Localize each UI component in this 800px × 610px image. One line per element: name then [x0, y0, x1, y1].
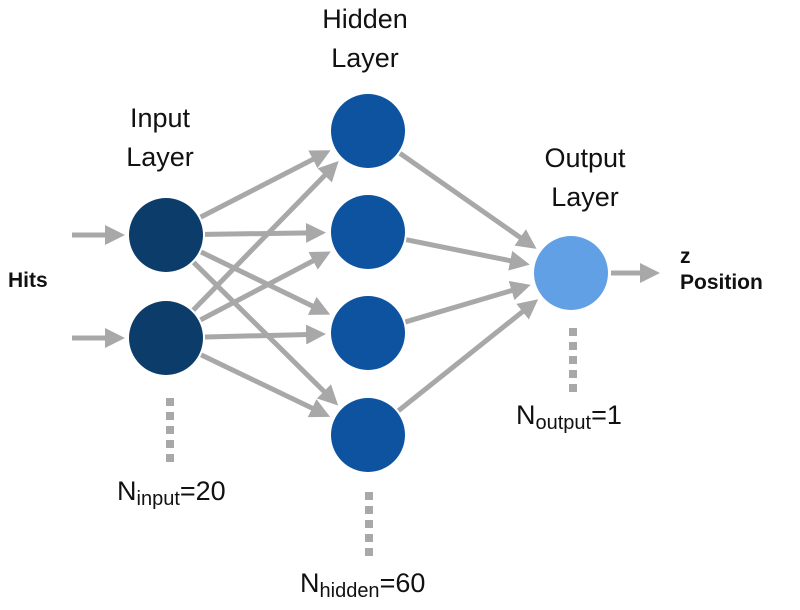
edge-input-2-hidden-2	[199, 251, 331, 323]
connection-arrows	[72, 150, 661, 418]
edge-input-2-hidden-1	[191, 161, 339, 312]
hidden-layer-title-line1: Hidden	[322, 4, 408, 34]
output-count-sub: output	[535, 412, 592, 434]
input-count-base: N	[117, 476, 137, 506]
output-count-value: =1	[591, 400, 622, 430]
output-node	[534, 236, 608, 310]
input-count-value: =20	[179, 476, 226, 506]
hidden-node-4	[331, 398, 405, 472]
output-label-line2: Position	[680, 271, 763, 294]
input-label: Hits	[8, 269, 48, 292]
output-label-line1: z	[680, 245, 691, 268]
input-count: Ninput=20	[117, 476, 226, 511]
hidden-node-2	[331, 195, 405, 269]
input-layer-title: Input Layer	[100, 99, 220, 177]
edge-input-1-hidden-3	[199, 249, 331, 315]
edge-hidden-3-output	[404, 280, 531, 325]
continuation-dots	[166, 328, 577, 560]
hidden-layer-title-line2: Layer	[331, 43, 399, 73]
input-count-sub: input	[136, 488, 180, 510]
edge-input-1-hidden-2	[204, 222, 327, 243]
hidden-layer-title: Hidden Layer	[300, 0, 430, 78]
hidden-count-base: N	[300, 568, 320, 598]
edge-input-2-hidden-3	[204, 324, 327, 345]
input-layer-title-line2: Layer	[126, 142, 194, 172]
edge-hidden-1-output	[398, 151, 537, 249]
edge-hidden-4-output	[396, 299, 539, 413]
output-layer-title: Output Layer	[515, 139, 655, 217]
output-layer-title-line2: Layer	[551, 182, 619, 212]
hidden-count-value: =60	[379, 568, 426, 598]
edge-hidden-2-output	[405, 237, 530, 271]
neuron-nodes	[129, 94, 608, 472]
edge-input-1-hidden-1	[199, 150, 331, 220]
input-layer-title-line1: Input	[129, 103, 191, 133]
input-node-2	[129, 301, 203, 375]
input-node-1	[129, 198, 203, 272]
hidden-node-1	[331, 94, 405, 168]
hidden-node-3	[331, 296, 405, 370]
hidden-count-sub: hidden	[319, 580, 380, 602]
output-count: Noutput=1	[516, 400, 622, 435]
edge-input-2-hidden-4	[200, 352, 331, 418]
output-count-base: N	[516, 400, 536, 430]
output-layer-title-line1: Output	[544, 143, 626, 173]
output-label: z Position	[680, 244, 763, 296]
hidden-count: Nhidden=60	[300, 568, 425, 603]
